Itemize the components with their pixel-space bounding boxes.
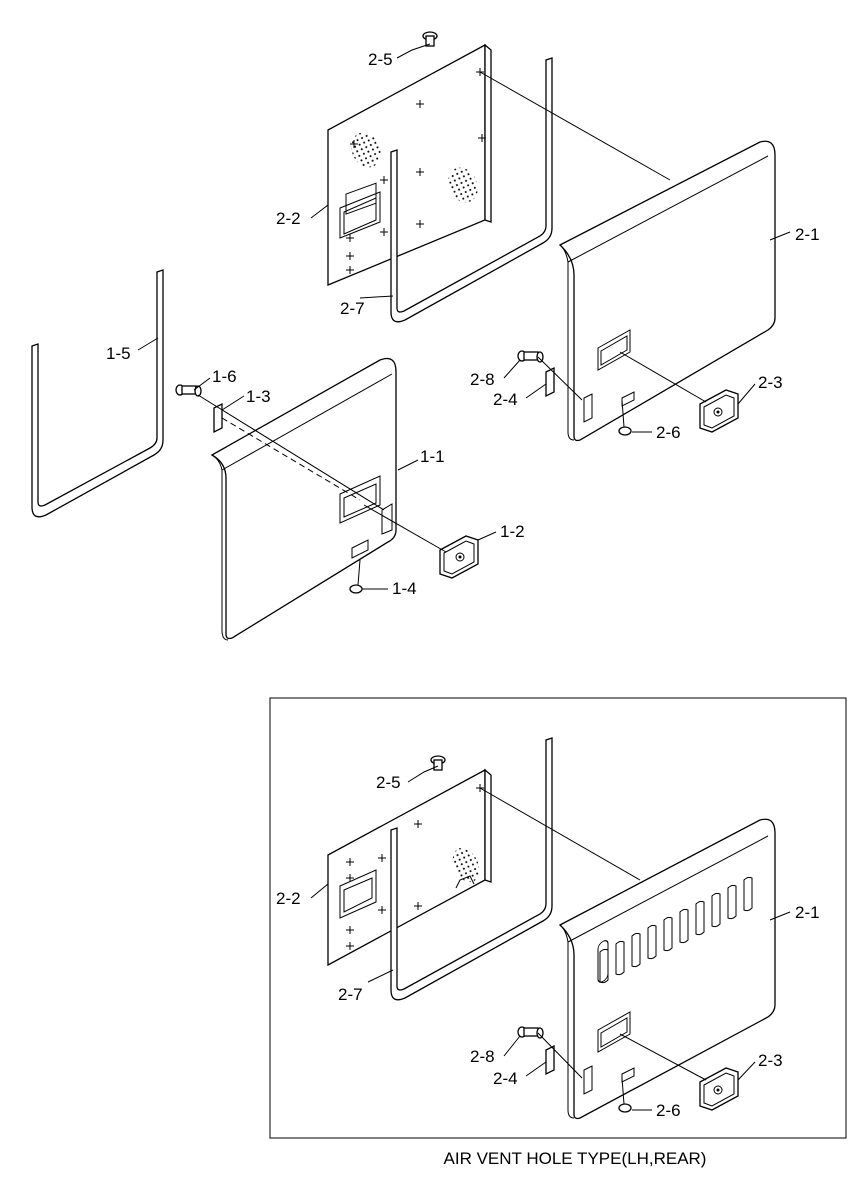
label-2-8-inset: 2-8	[470, 1047, 495, 1066]
rear-door-group	[310, 31, 791, 442]
seal-2-7	[390, 57, 553, 323]
inset-seal-2-7	[390, 737, 553, 1001]
bolt-2-8	[517, 350, 544, 363]
inset-frame	[269, 697, 847, 1139]
label-2-6-top: 2-6	[656, 423, 681, 442]
label-1-3: 1-3	[246, 387, 271, 406]
handle-2-3	[699, 389, 739, 433]
label-1-1: 1-1	[420, 447, 445, 466]
label-1-5: 1-5	[106, 344, 131, 363]
inset-caption: AIR VENT HOLE TYPE(LH,REAR)	[444, 1149, 707, 1168]
inset-outer-door-2-1	[558, 818, 776, 1120]
top-labels: 2-5 2-2 2-7 2-1 2-8 2-4 2-3 2-6 1-5 1-6 …	[106, 50, 820, 598]
label-2-7-top: 2-7	[340, 299, 365, 318]
nut-2-6	[618, 426, 632, 436]
label-2-2-inset: 2-2	[276, 889, 301, 908]
inset-nut-2-6	[618, 1103, 632, 1113]
label-2-2-top: 2-2	[276, 209, 301, 228]
label-1-2: 1-2	[500, 522, 525, 541]
inset-inner-panel-2-2	[327, 768, 492, 967]
label-2-6-inset: 2-6	[656, 1101, 681, 1120]
label-2-3-inset: 2-3	[758, 1051, 783, 1070]
label-2-4-top: 2-4	[493, 390, 518, 409]
outer-door-1-1	[210, 357, 397, 640]
handle-1-2	[439, 535, 479, 579]
label-2-5-inset: 2-5	[376, 773, 401, 792]
inset-labels: 2-5 2-2 2-7 2-1 2-8 2-4 2-3 2-6	[276, 773, 820, 1120]
inset-handle-2-3	[699, 1067, 739, 1111]
label-2-4-inset: 2-4	[493, 1069, 518, 1088]
label-1-6: 1-6	[212, 367, 237, 386]
clip-2-5	[422, 31, 438, 47]
inset-bolt-2-8	[517, 1026, 544, 1039]
label-2-3-top: 2-3	[758, 373, 783, 392]
inset-bracket-2-4	[545, 1044, 555, 1076]
label-2-8-top: 2-8	[470, 370, 495, 389]
front-door-group	[31, 269, 497, 641]
bracket-1-3	[213, 402, 223, 434]
inset-door-group	[310, 737, 791, 1120]
inner-panel-2-2	[327, 43, 492, 286]
outer-door-2-1	[558, 140, 776, 442]
label-2-5-top: 2-5	[368, 50, 393, 69]
nut-1-4	[349, 584, 363, 594]
label-2-1-inset: 2-1	[795, 903, 820, 922]
seal-1-5	[31, 269, 164, 518]
label-2-7-inset: 2-7	[338, 985, 363, 1004]
label-2-1-top: 2-1	[795, 225, 820, 244]
bolt-1-6	[175, 384, 202, 397]
inset-clip-2-5	[430, 755, 446, 771]
label-1-4: 1-4	[392, 579, 417, 598]
bracket-2-4	[545, 366, 555, 398]
